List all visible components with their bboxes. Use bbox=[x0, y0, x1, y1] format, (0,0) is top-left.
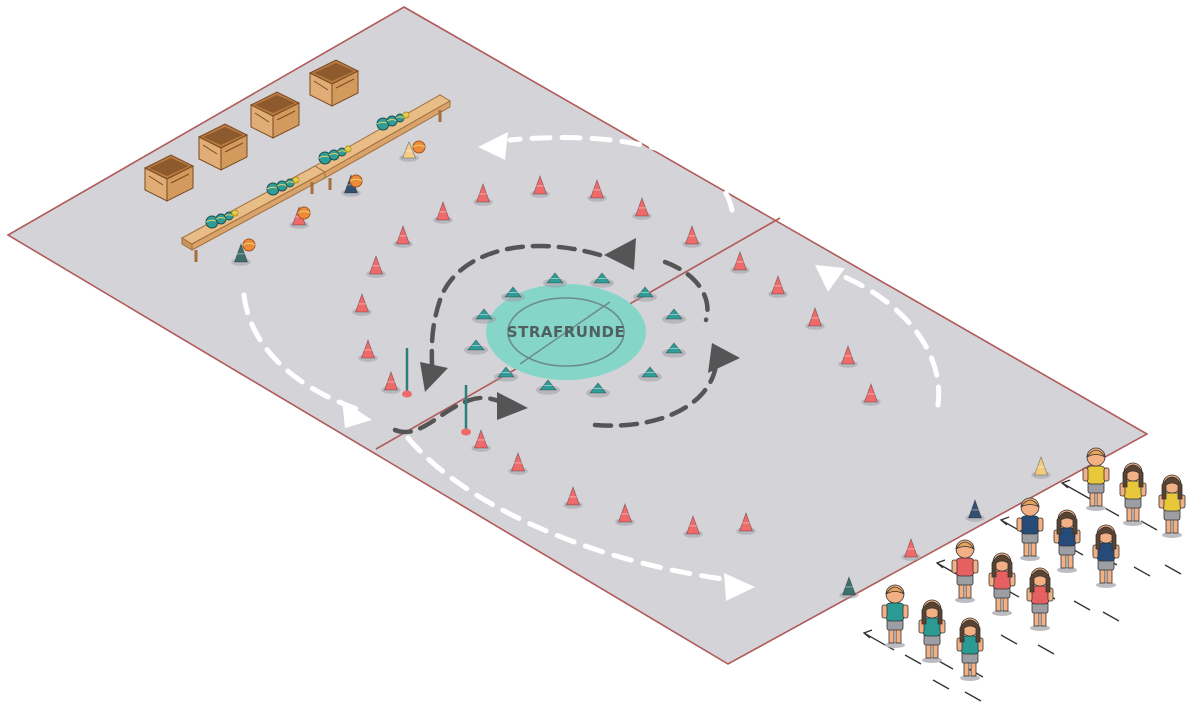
player-icon bbox=[952, 540, 978, 603]
player-icon bbox=[1093, 525, 1119, 588]
player-icon bbox=[882, 585, 908, 648]
ball-icon bbox=[293, 177, 299, 183]
strafrunde-label: STRAFRUNDE bbox=[507, 323, 625, 341]
arrow-icon bbox=[1062, 483, 1092, 500]
player-icon bbox=[1159, 475, 1185, 538]
ball-icon bbox=[350, 175, 362, 187]
ball-icon bbox=[232, 210, 238, 216]
ball-icon bbox=[277, 181, 287, 191]
player-icon bbox=[1027, 568, 1053, 631]
player-icon bbox=[957, 618, 983, 681]
player-icon bbox=[919, 600, 945, 663]
player-icon bbox=[1083, 448, 1109, 511]
ball-icon bbox=[413, 141, 425, 153]
player-icon bbox=[989, 553, 1015, 616]
player-icon bbox=[1017, 498, 1043, 561]
ball-icon bbox=[345, 146, 351, 152]
ball-icon bbox=[298, 207, 310, 219]
ball-icon bbox=[216, 214, 226, 224]
ball-icon bbox=[329, 150, 339, 160]
player-icon bbox=[1054, 510, 1080, 573]
ball-icon bbox=[387, 116, 397, 126]
ball-icon bbox=[403, 112, 409, 118]
player-icon bbox=[1120, 463, 1146, 526]
ball-icon bbox=[243, 239, 255, 251]
